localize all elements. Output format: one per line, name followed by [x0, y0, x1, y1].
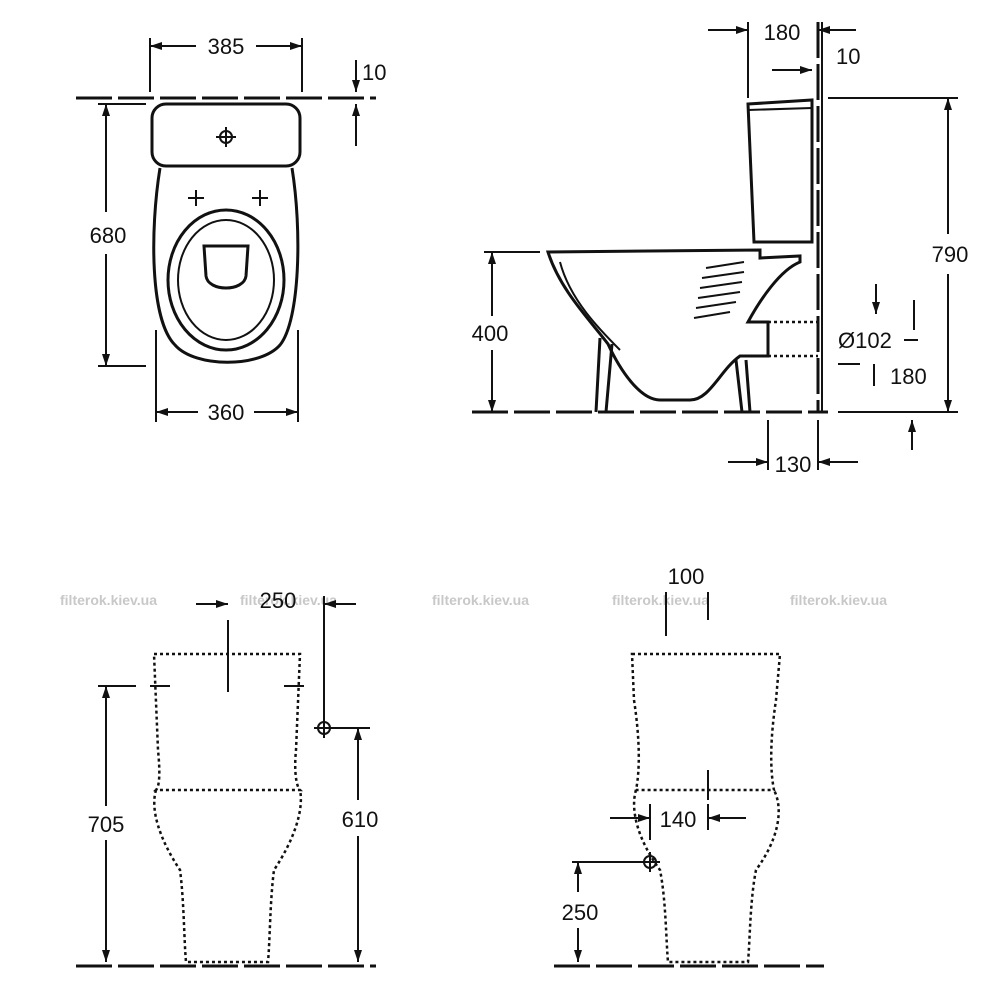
rear-bowl-outline	[632, 789, 780, 964]
dim-fixing-spacing: 250	[260, 588, 297, 613]
dim-total-height: 790	[932, 242, 969, 267]
dim-inlet-height: 610	[342, 807, 379, 832]
side-view: 180 10 790 400 Ø102 180	[472, 20, 969, 477]
watermark-2: filterok.kiev.ua	[240, 592, 337, 608]
dim-width-bottom: 360	[208, 400, 245, 425]
dim-depth: 680	[90, 223, 127, 248]
water-inlet-icon	[314, 718, 334, 738]
dim-bowl-height: 400	[472, 321, 509, 346]
fixing-point-icon	[188, 190, 268, 206]
dim-outlet-height: 180	[890, 364, 927, 389]
dim-gap-top: 10	[362, 60, 386, 85]
top-tank-outline	[150, 102, 302, 168]
watermark-3: filterok.kiev.ua	[432, 592, 529, 608]
dim-rear-inlet-height: 250	[562, 900, 599, 925]
dim-inlet-spacing: 100	[668, 564, 705, 589]
watermark-5: filterok.kiev.ua	[790, 592, 887, 608]
top-bowl-outline	[152, 167, 300, 364]
front-bowl-outline	[153, 789, 303, 964]
top-bowl-opening	[202, 244, 250, 290]
side-foot	[594, 337, 752, 413]
rear-tank-outline	[630, 652, 782, 792]
dim-outlet-offset: 130	[775, 452, 812, 477]
dim-outlet-diameter: Ø102	[838, 328, 892, 353]
dim-tank-depth: 180	[764, 20, 801, 45]
watermark-4: filterok.kiev.ua	[612, 592, 709, 608]
dim-width-top: 385	[208, 34, 245, 59]
dim-bolt-spacing: 140	[660, 807, 697, 832]
top-view: 385 10 680 360	[76, 34, 386, 425]
watermark-1: filterok.kiev.ua	[60, 592, 157, 608]
side-bowl-outline	[545, 248, 802, 402]
top-seat-outer	[166, 208, 286, 352]
front-view: 250 705 610	[76, 588, 379, 968]
side-tank-outline	[746, 98, 814, 244]
dim-wall-gap: 10	[836, 44, 860, 69]
rear-view: 100 140 250	[554, 564, 824, 968]
rear-water-inlet-icon	[640, 852, 660, 872]
dim-front-height: 705	[88, 812, 125, 837]
flush-channel-hatch	[693, 261, 745, 319]
top-seat-inner	[177, 219, 275, 341]
watermarks: filterok.kiev.ua filterok.kiev.ua filter…	[60, 592, 887, 608]
